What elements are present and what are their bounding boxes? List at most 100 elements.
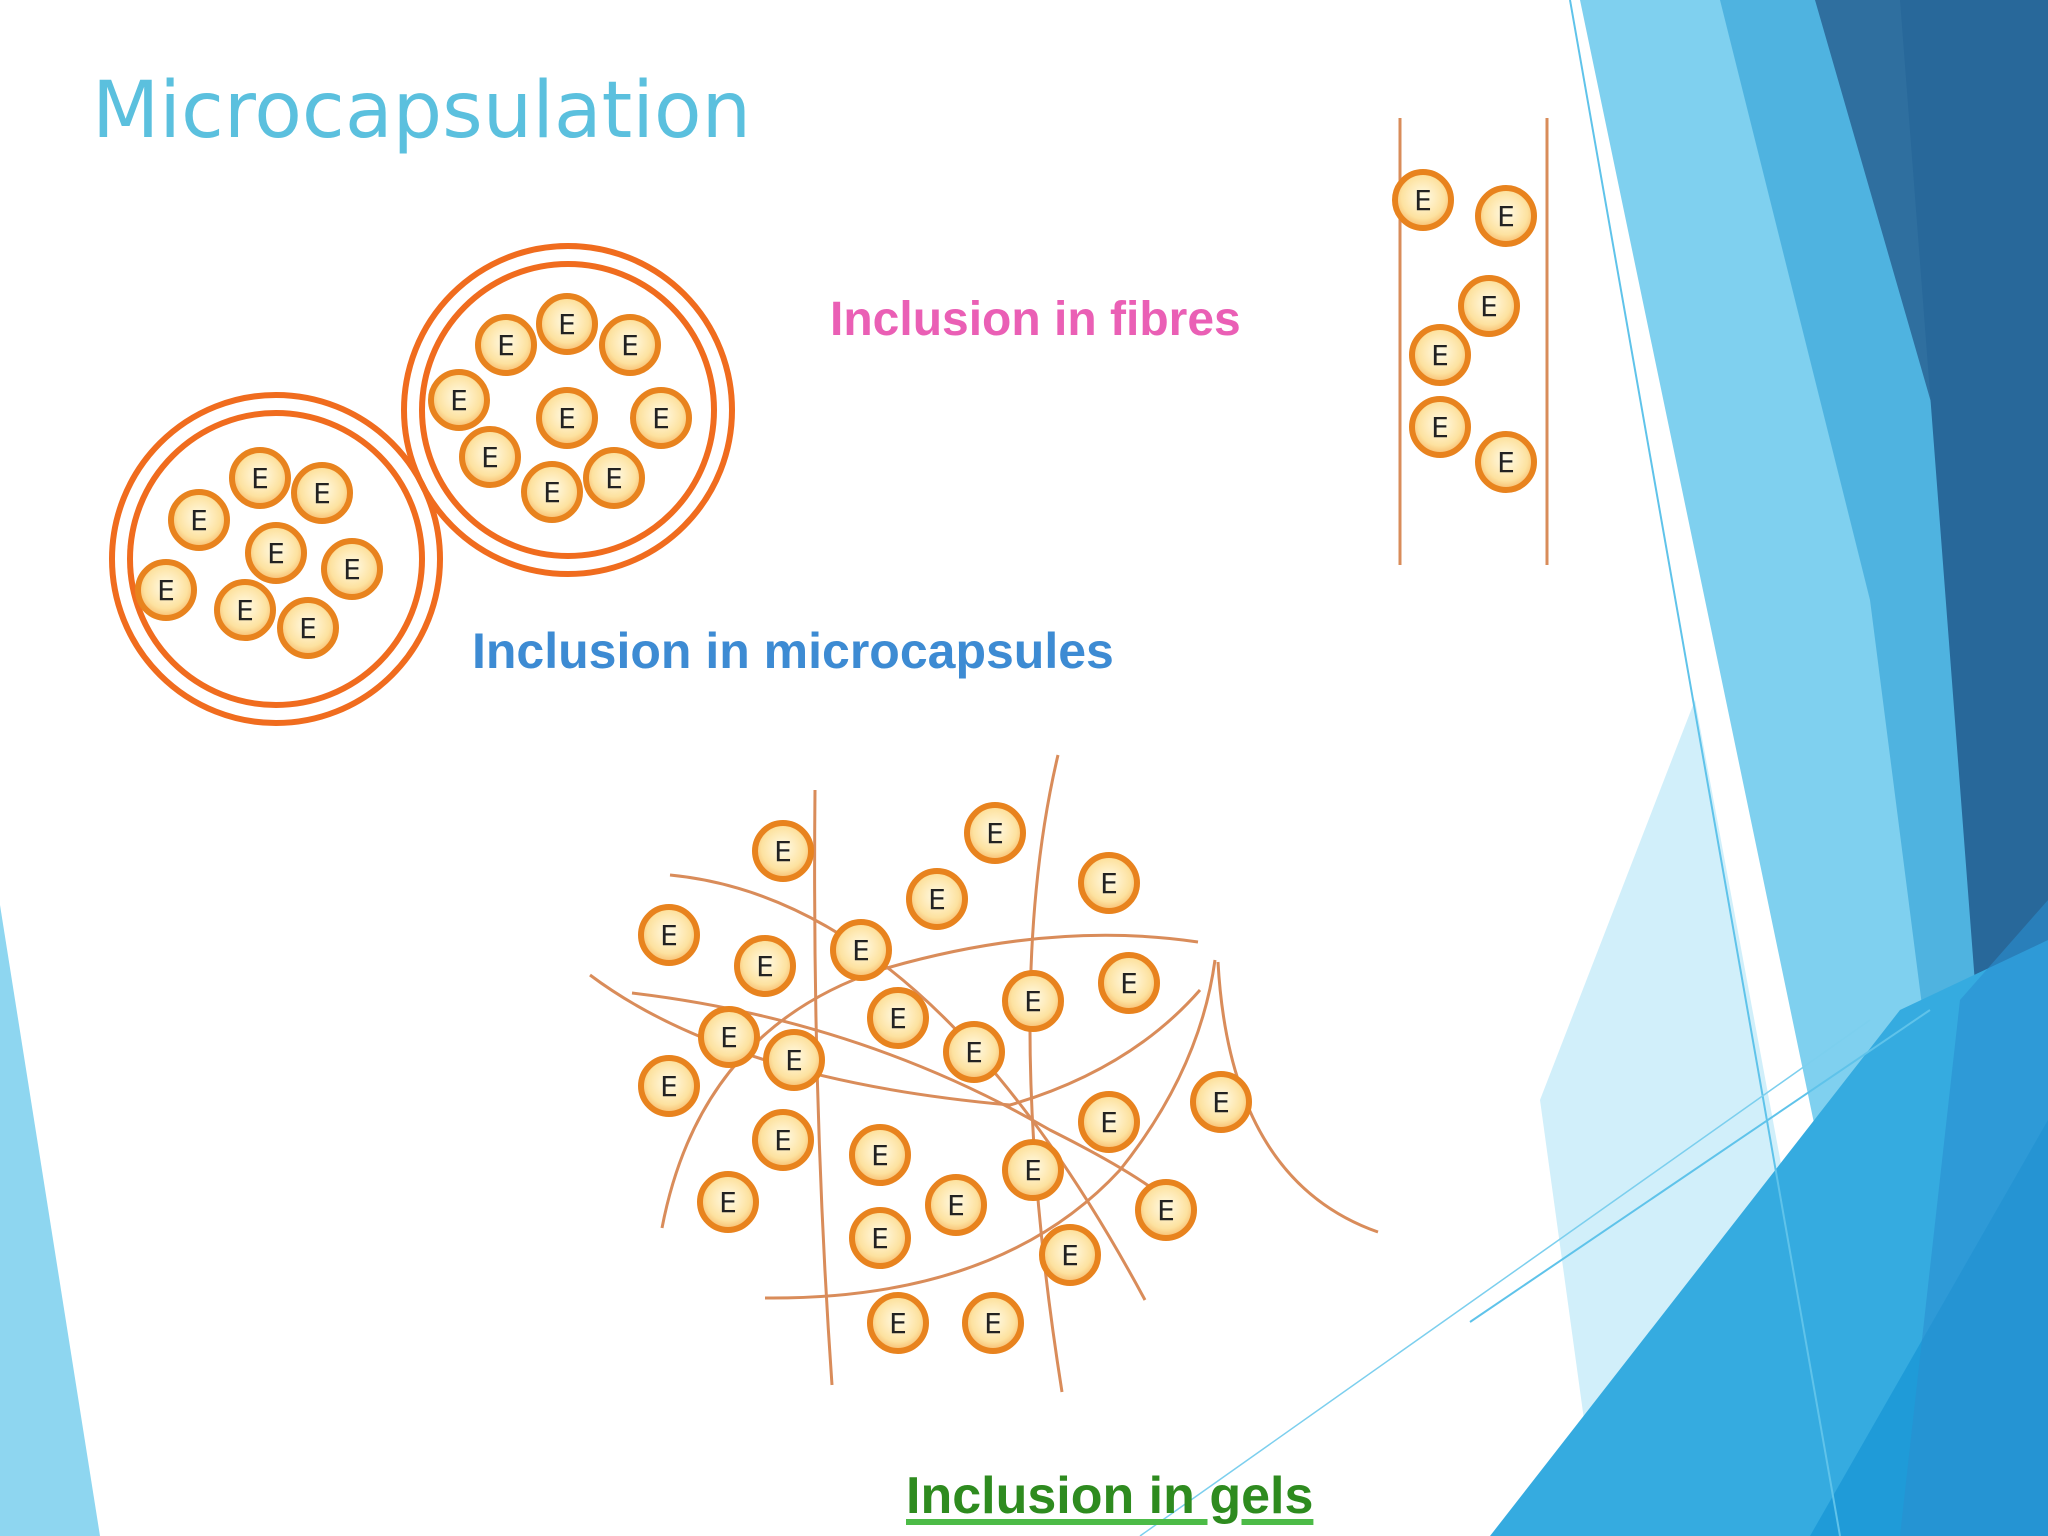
enzyme-label: E <box>1100 867 1118 900</box>
gel-strand <box>589 973 1202 1107</box>
gel-strand <box>1028 754 1064 1393</box>
enzyme-label: E <box>984 1307 1002 1340</box>
enzyme-particle: E <box>630 387 692 449</box>
enzyme-label: E <box>313 477 331 510</box>
enzyme-label: E <box>871 1139 889 1172</box>
enzyme-particle: E <box>697 1171 759 1233</box>
enzyme-particle: E <box>1078 1091 1140 1153</box>
enzyme-label: E <box>299 612 317 645</box>
slide-title: Microcapsulation <box>92 66 752 156</box>
capsule-1-inner-wall <box>127 410 425 708</box>
enzyme-particle: E <box>1190 1071 1252 1133</box>
enzyme-particle: E <box>245 522 307 584</box>
enzyme-particle: E <box>752 1109 814 1171</box>
enzyme-label: E <box>343 553 361 586</box>
gel-strand <box>669 873 1147 1301</box>
enzyme-particle: E <box>1392 169 1454 231</box>
enzyme-particle: E <box>1458 275 1520 337</box>
gel-strand <box>813 789 834 1386</box>
enzyme-label: E <box>1212 1086 1230 1119</box>
enzyme-label: E <box>720 1021 738 1054</box>
enzyme-label: E <box>1431 411 1449 444</box>
enzyme-label: E <box>190 504 208 537</box>
enzyme-label: E <box>986 817 1004 850</box>
enzyme-label: E <box>965 1036 983 1069</box>
enzyme-particle: E <box>229 447 291 509</box>
enzyme-label: E <box>947 1189 965 1222</box>
enzyme-label: E <box>1480 290 1498 323</box>
enzyme-particle: E <box>1409 324 1471 386</box>
enzyme-label: E <box>1497 446 1515 479</box>
enzyme-particle: E <box>943 1021 1005 1083</box>
enzyme-label: E <box>652 402 670 435</box>
enzyme-particle: E <box>214 579 276 641</box>
enzyme-particle: E <box>521 461 583 523</box>
enzyme-particle: E <box>925 1174 987 1236</box>
gel-strand <box>1216 961 1379 1234</box>
enzyme-label: E <box>871 1222 889 1255</box>
enzyme-label: E <box>1414 184 1432 217</box>
enzyme-particle: E <box>638 904 700 966</box>
enzyme-label: E <box>852 934 870 967</box>
enzyme-label: E <box>774 835 792 868</box>
deco-left-triangle <box>0 905 100 1536</box>
capsule-1-outer-wall <box>109 392 443 726</box>
enzyme-label: E <box>558 308 576 341</box>
enzyme-label: E <box>774 1124 792 1157</box>
enzyme-particle: E <box>638 1055 700 1117</box>
enzyme-label: E <box>660 919 678 952</box>
enzyme-particle: E <box>536 293 598 355</box>
enzyme-particle: E <box>1002 1139 1064 1201</box>
enzyme-particle: E <box>291 462 353 524</box>
enzyme-particle: E <box>536 387 598 449</box>
enzyme-particle: E <box>830 919 892 981</box>
deco-bottom-mid <box>1900 900 2048 1536</box>
enzyme-particle: E <box>906 868 968 930</box>
enzyme-particle: E <box>1135 1179 1197 1241</box>
enzyme-label: E <box>1497 200 1515 233</box>
enzyme-label: E <box>889 1307 907 1340</box>
enzyme-particle: E <box>1475 431 1537 493</box>
enzyme-particle: E <box>763 1029 825 1091</box>
enzyme-particle: E <box>964 802 1026 864</box>
enzyme-label: E <box>719 1186 737 1219</box>
enzyme-particle: E <box>962 1292 1024 1354</box>
enzyme-label: E <box>889 1002 907 1035</box>
enzyme-particle: E <box>135 559 197 621</box>
enzyme-label: E <box>1120 967 1138 1000</box>
enzyme-particle: E <box>1409 396 1471 458</box>
enzyme-label: E <box>1024 985 1042 1018</box>
enzyme-label: E <box>1431 339 1449 372</box>
enzyme-particle: E <box>475 314 537 376</box>
enzyme-label: E <box>1061 1239 1079 1272</box>
gel-strand <box>764 959 1217 1300</box>
enzyme-label: E <box>605 462 623 495</box>
enzyme-label: E <box>157 574 175 607</box>
enzyme-particle: E <box>734 935 796 997</box>
enzyme-label: E <box>1157 1194 1175 1227</box>
enzyme-label: E <box>267 537 285 570</box>
enzyme-particle: E <box>849 1124 911 1186</box>
capsule-2-outer-wall <box>401 243 735 577</box>
enzyme-particle: E <box>752 820 814 882</box>
deco-thin-line-3 <box>1139 1019 1871 1536</box>
caption-microcapsules: Inclusion in microcapsules <box>472 623 1114 679</box>
enzyme-particle: E <box>867 987 929 1049</box>
capsule-2-inner-wall <box>419 261 717 559</box>
enzyme-particle: E <box>1039 1224 1101 1286</box>
enzyme-particle: E <box>867 1292 929 1354</box>
enzyme-label: E <box>481 441 499 474</box>
enzyme-label: E <box>497 329 515 362</box>
caption-gels: Inclusion in gels <box>906 1467 1314 1525</box>
enzyme-label: E <box>543 476 561 509</box>
enzyme-particle: E <box>321 538 383 600</box>
enzyme-label: E <box>251 462 269 495</box>
enzyme-label: E <box>621 329 639 362</box>
enzyme-particle: E <box>1475 185 1537 247</box>
enzyme-label: E <box>660 1070 678 1103</box>
enzyme-particle: E <box>168 489 230 551</box>
deco-thin-line-1 <box>1569 0 1841 1536</box>
